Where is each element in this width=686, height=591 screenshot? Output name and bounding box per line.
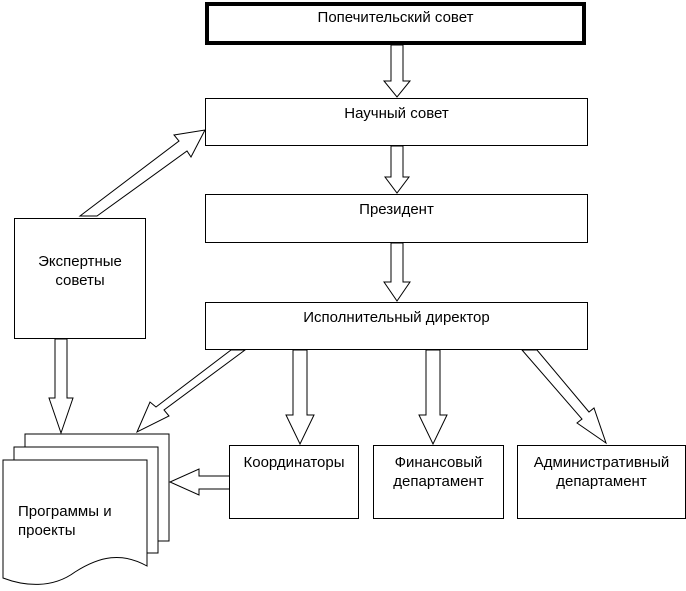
box-expert-councils: Экспертные советы: [14, 218, 146, 339]
arrow-president-to-executive: [383, 242, 411, 302]
box-board-of-trustees: Попечительский совет: [205, 2, 586, 45]
finance-department-label: Финансовый департамент: [393, 454, 484, 490]
admin-department-label: Административный департамент: [533, 454, 670, 490]
arrow-science-to-president: [384, 145, 410, 194]
arrow-executive-to-admin: [520, 349, 607, 445]
box-coordinators: Координаторы: [229, 445, 359, 519]
scientific-council-label: Научный совет: [344, 105, 449, 122]
arrow-board-to-science: [382, 44, 412, 98]
arrow-executive-to-coordinators: [285, 349, 315, 446]
arrows: [48, 44, 607, 496]
arrow-coordinators-to-programs: [168, 468, 231, 496]
president-label: Президент: [359, 201, 434, 218]
arrow-executive-to-finance: [418, 349, 448, 446]
programs-document-front: [2, 459, 148, 585]
arrow-expert-to-programs: [48, 338, 74, 435]
box-finance-department: Финансовый департамент: [373, 445, 504, 519]
executive-director-label: Исполнительный директор: [303, 309, 490, 326]
expert-councils-label: Экспертные советы: [38, 253, 122, 289]
programs-document-stack: [2, 433, 170, 585]
board-of-trustees-label: Попечительский совет: [317, 9, 474, 26]
arrow-expert-to-science: [78, 129, 206, 217]
programs-projects-label: Программы и проекты: [18, 503, 112, 539]
box-executive-director: Исполнительный директор: [205, 302, 588, 350]
box-president: Президент: [205, 194, 588, 243]
box-admin-department: Административный департамент: [517, 445, 686, 519]
coordinators-label: Координаторы: [243, 454, 345, 471]
arrow-executive-to-programs: [135, 349, 247, 434]
box-scientific-council: Научный совет: [205, 98, 588, 146]
